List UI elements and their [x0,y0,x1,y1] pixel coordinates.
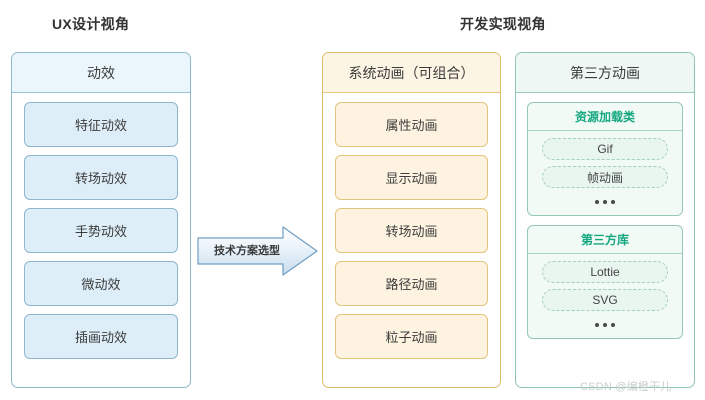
card-header-third-party-animation: 第三方动画 [516,53,694,93]
list-item[interactable]: 路径动画 [335,261,488,306]
arrow-shape-icon [197,226,318,276]
list-item[interactable]: 特征动效 [24,102,178,147]
card-header-ux-motion: 动效 [12,53,190,93]
list-item[interactable]: 粒子动画 [335,314,488,359]
list-item[interactable]: 属性动画 [335,102,488,147]
group-header-third-party-library: 第三方库 [528,226,682,254]
group-body-resource-loading: Gif 帧动画 [528,131,682,215]
list-item[interactable]: 微动效 [24,261,178,306]
list-item[interactable]: 手势动效 [24,208,178,253]
card-header-system-animation: 系统动画（可组合） [323,53,500,93]
pill-item[interactable]: SVG [542,289,668,311]
card-body-third-party-animation: 资源加载类 Gif 帧动画 第三方库 Lottie SVG [516,93,694,387]
more-ellipsis-icon [595,195,615,209]
card-body-system-animation: 属性动画 显示动画 转场动画 路径动画 粒子动画 [323,93,500,387]
pill-item[interactable]: Gif [542,138,668,160]
group-header-resource-loading: 资源加载类 [528,103,682,131]
list-item[interactable]: 转场动画 [335,208,488,253]
pill-item[interactable]: 帧动画 [542,166,668,188]
list-item[interactable]: 显示动画 [335,155,488,200]
group-resource-loading: 资源加载类 Gif 帧动画 [527,102,683,216]
section-title-ux: UX设计视角 [52,16,130,32]
card-body-ux-motion: 特征动效 转场动效 手势动效 微动效 插画动效 [12,93,190,387]
list-item[interactable]: 插画动效 [24,314,178,359]
group-body-third-party-library: Lottie SVG [528,254,682,338]
group-third-party-library: 第三方库 Lottie SVG [527,225,683,339]
more-ellipsis-icon [595,318,615,332]
pill-item[interactable]: Lottie [542,261,668,283]
section-title-dev: 开发实现视角 [460,16,546,32]
arrow-technical-selection: 技术方案选型 [197,225,319,277]
card-third-party-animation: 第三方动画 资源加载类 Gif 帧动画 第三方库 Lottie SVG [515,52,695,388]
watermark: CSDN @编橙干儿 [580,381,672,393]
card-system-animation: 系统动画（可组合） 属性动画 显示动画 转场动画 路径动画 粒子动画 [322,52,501,388]
arrow-label: 技术方案选型 [214,245,280,257]
card-ux-motion: 动效 特征动效 转场动效 手势动效 微动效 插画动效 [11,52,191,388]
list-item[interactable]: 转场动效 [24,155,178,200]
